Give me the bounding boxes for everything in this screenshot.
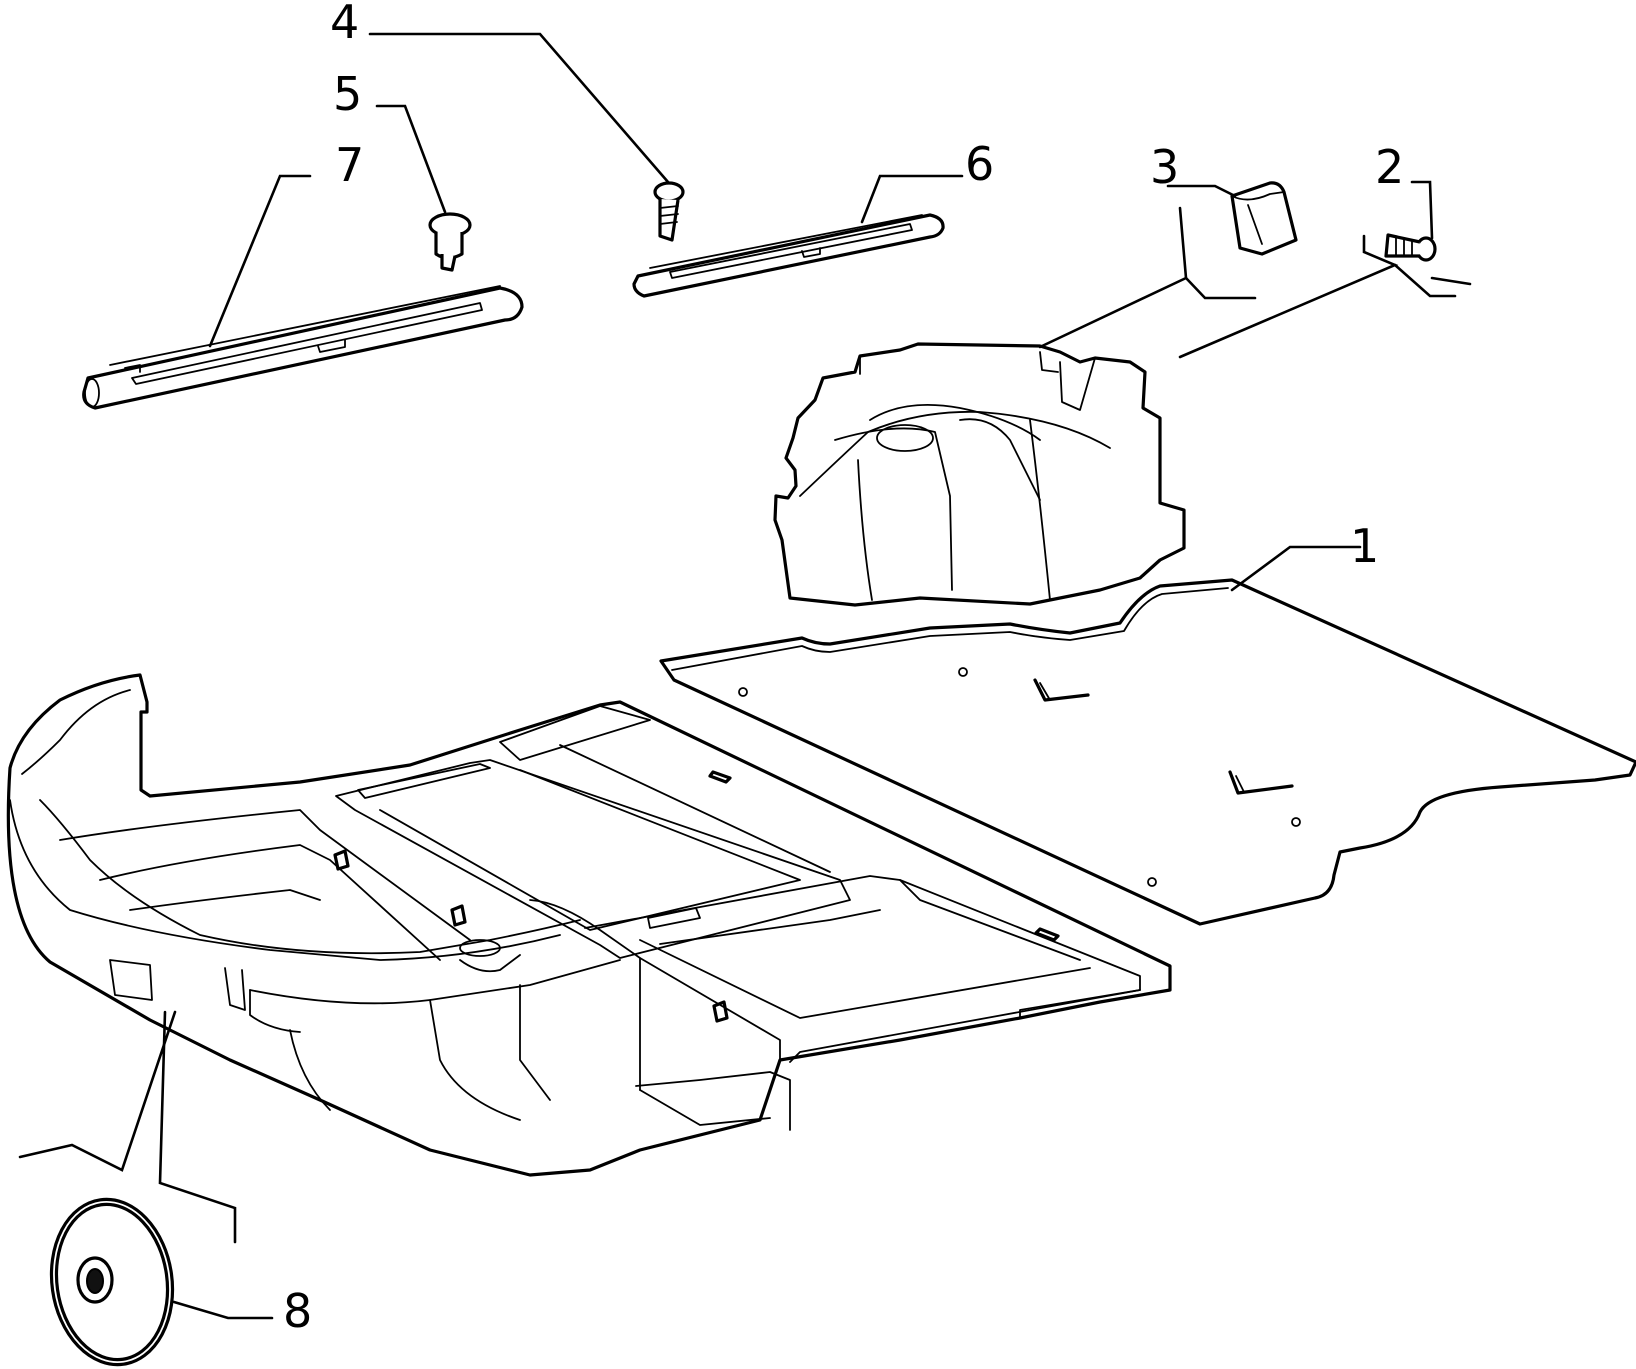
callout-7: 7	[335, 138, 364, 192]
callout-3: 3	[1150, 140, 1179, 194]
callout-5: 5	[333, 67, 362, 121]
part-7-trim-rail	[82, 285, 524, 410]
part-3-block	[1230, 181, 1298, 256]
part-1-floor-mat	[659, 578, 1636, 926]
part-8-disc	[49, 1197, 175, 1367]
callout-2: 2	[1375, 140, 1404, 194]
boot-tray	[6, 673, 1172, 1177]
callout-8: 8	[283, 1284, 312, 1338]
callout-labels: 1 2 3 4 5 6 7 8	[283, 0, 1404, 1338]
callout-1: 1	[1350, 519, 1379, 573]
part-2-screw	[1384, 233, 1437, 262]
part-6-trim-rail	[632, 213, 945, 298]
part-4-screw	[653, 181, 685, 242]
callout-4: 4	[330, 0, 359, 49]
leader-lines	[18, 32, 1472, 1320]
callout-6: 6	[965, 137, 994, 191]
wheel-well-liner	[773, 342, 1186, 607]
part-5-push-clip	[428, 212, 472, 272]
